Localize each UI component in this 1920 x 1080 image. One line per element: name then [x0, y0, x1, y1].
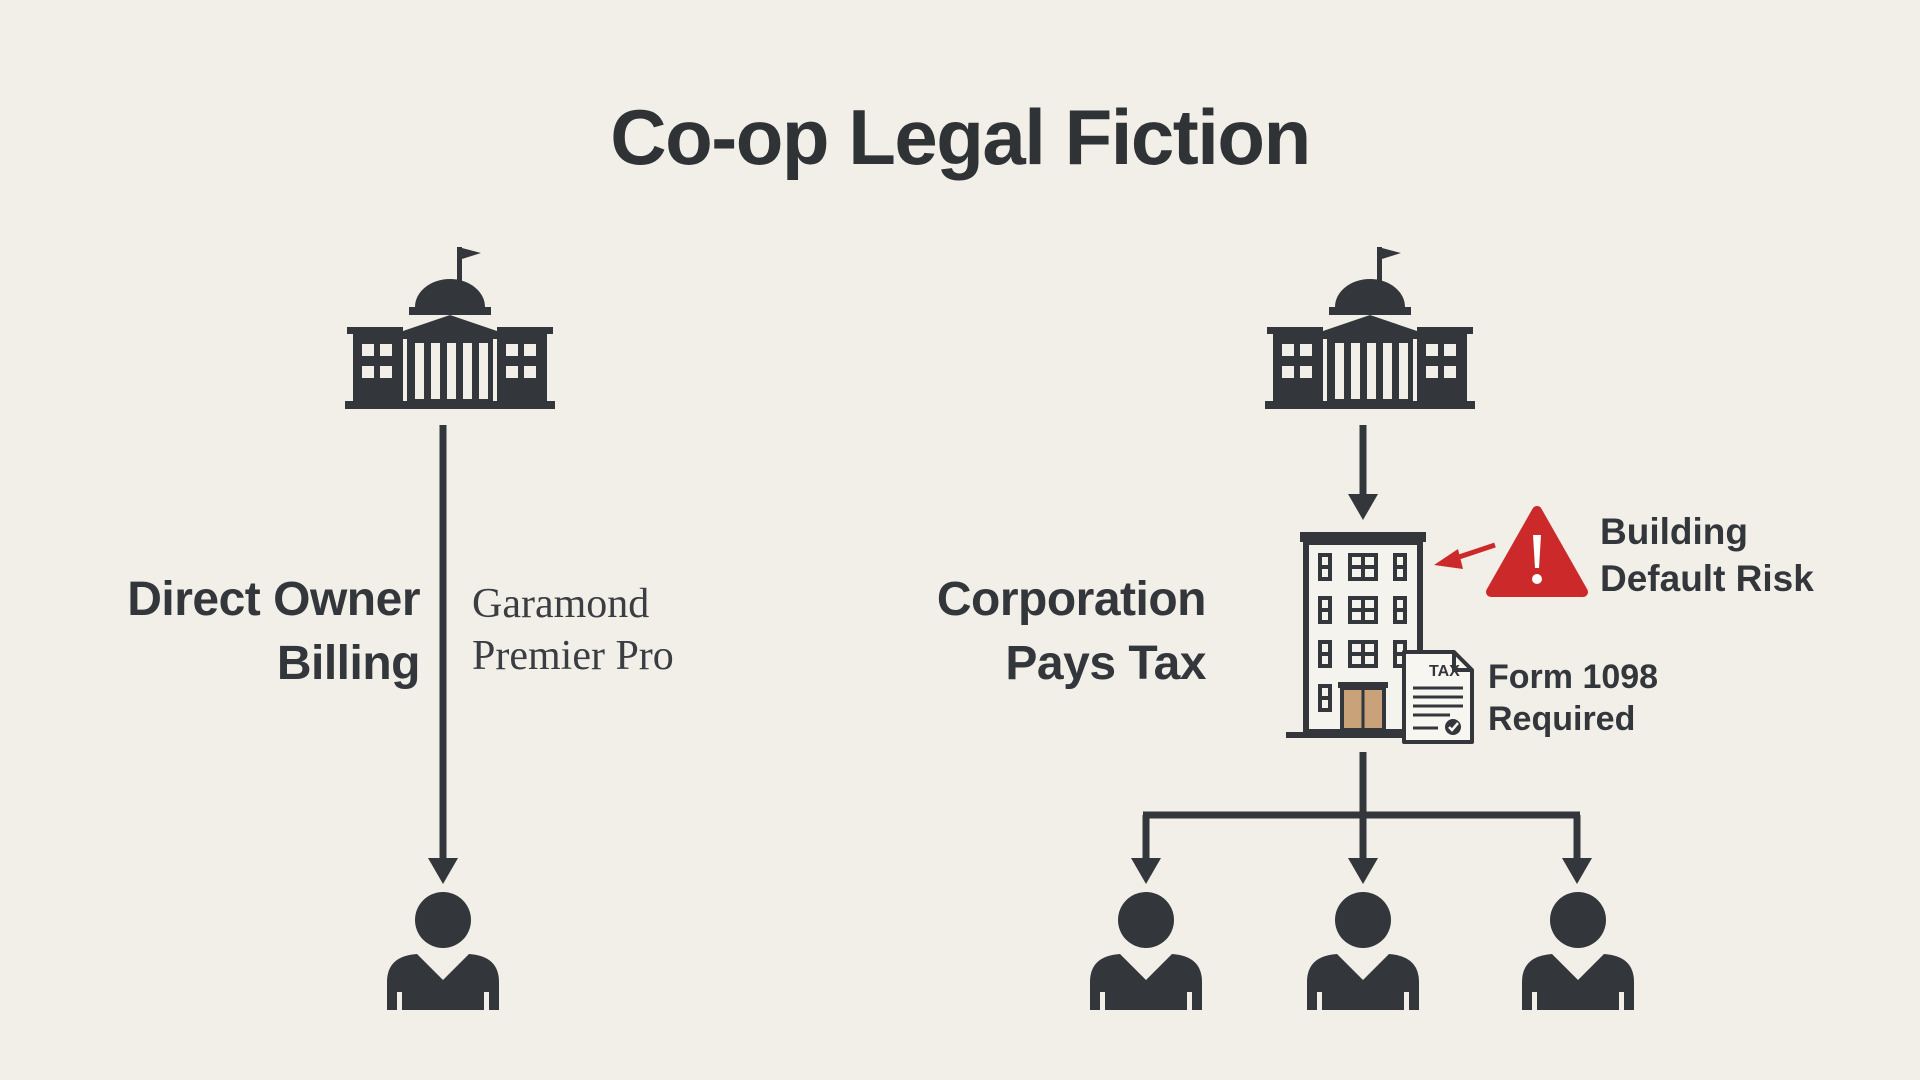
tax-tag: TAX: [1429, 663, 1460, 680]
arrow-to-owner-2: [1348, 815, 1378, 884]
font-note: Garamond Premier Pro: [472, 578, 674, 682]
direct-owner-label-line-2: Billing: [276, 637, 421, 690]
person-icon-shareholder-1: [1090, 892, 1202, 1010]
arrow-to-owner-3: [1562, 815, 1592, 884]
person-icon-shareholder-3: [1522, 892, 1634, 1010]
arrow-gov-to-owner: [428, 425, 458, 884]
form-1098-line-2: Required: [1488, 700, 1636, 738]
direct-owner-label-line-1: Direct Owner: [127, 573, 420, 626]
arrow-to-owner-1: [1131, 815, 1161, 884]
default-risk-line-2: Default Risk: [1600, 558, 1814, 599]
font-note-line-1: Garamond: [472, 581, 650, 627]
government-building-icon-left: [345, 247, 555, 409]
page-title: Co-op Legal Fiction: [610, 93, 1311, 181]
default-risk-label: Building Default Risk: [1600, 508, 1814, 602]
direct-owner-label: Direct Owner Billing: [127, 568, 420, 696]
person-icon-owner: [387, 892, 499, 1010]
apartment-building-icon: [1286, 532, 1440, 738]
default-risk-line-1: Building: [1600, 511, 1748, 552]
branch-connector: [1143, 752, 1580, 819]
warning-triangle-icon: [1486, 506, 1588, 597]
risk-arrow: [1434, 542, 1496, 569]
form-1098-label: Form 1098 Required: [1488, 656, 1658, 740]
corporation-pays-tax-label: Corporation Pays Tax: [936, 568, 1207, 696]
corporation-label-line-1: Corporation: [936, 573, 1207, 626]
form-1098-line-1: Form 1098: [1488, 658, 1659, 696]
font-note-line-2: Premier Pro: [472, 633, 674, 679]
person-icon-shareholder-2: [1307, 892, 1419, 1010]
government-building-icon-right: [1265, 247, 1475, 409]
arrow-gov-to-corporation: [1348, 425, 1378, 520]
corporation-label-line-2: Pays Tax: [1005, 637, 1206, 690]
tax-document-icon: [1402, 650, 1474, 744]
